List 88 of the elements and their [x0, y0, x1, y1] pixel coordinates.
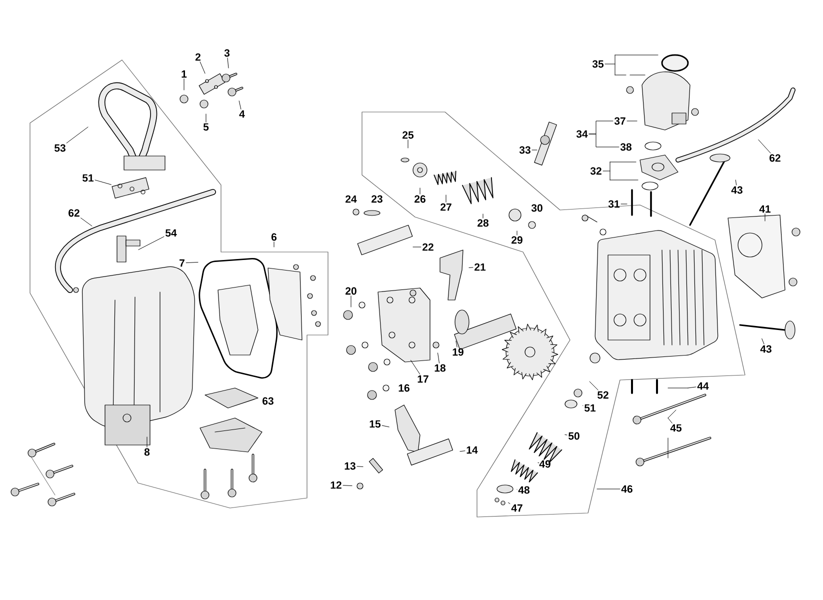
callout-number: 54	[166, 229, 177, 237]
callout-number: 33	[519, 146, 530, 154]
leader-line	[589, 381, 598, 390]
callout-number: 49	[539, 460, 550, 468]
callout-number: 53	[54, 144, 66, 152]
leader-line	[356, 466, 364, 467]
leader-line	[588, 134, 620, 148]
callout-number: 51	[584, 404, 596, 412]
callout-number: 34	[576, 130, 588, 138]
callout-number: 52	[598, 391, 608, 399]
leader-line	[456, 340, 458, 348]
callout-number: 45	[670, 424, 682, 432]
callout-number: 26	[414, 195, 426, 203]
leader-line	[412, 246, 422, 248]
callout-number: 63	[262, 397, 274, 405]
callout-number: 38	[620, 143, 632, 151]
leader-line	[564, 434, 568, 436]
callout-number: 28	[478, 219, 488, 227]
leader-line	[438, 352, 440, 364]
callout-number: 37	[614, 117, 626, 125]
callout-number: 7	[180, 259, 184, 267]
callout-number: 17	[418, 375, 428, 383]
leader-line	[200, 62, 206, 74]
callout-number: 62	[770, 154, 780, 162]
leader-line	[516, 230, 518, 236]
callout-number: 41	[759, 205, 771, 213]
callout-number: 21	[474, 263, 486, 271]
leader-line	[186, 262, 198, 264]
callout-number: 29	[512, 236, 522, 244]
leader-line	[508, 502, 510, 504]
leader-line	[350, 296, 352, 308]
leader-line	[66, 126, 88, 144]
callout-number: 51	[82, 174, 94, 182]
callout-number: 2	[195, 53, 200, 61]
leader-line	[146, 436, 148, 448]
callout-number: 12	[330, 481, 342, 489]
callout-number: 62	[68, 209, 80, 217]
callout-number: 46	[621, 485, 632, 493]
callout-number: 50	[568, 432, 580, 440]
callout-number: 48	[518, 486, 530, 494]
callout-number: 15	[370, 420, 381, 428]
leader-line	[227, 58, 229, 68]
leader-line	[668, 410, 676, 458]
leader-line	[342, 485, 352, 486]
callout-number: 5	[203, 123, 209, 131]
callout-number: 30	[531, 204, 542, 212]
callout-number: 18	[434, 364, 446, 372]
leader-line	[735, 180, 737, 186]
leader-line	[238, 100, 242, 110]
callout-number: 8	[144, 448, 150, 456]
callout-number: 32	[590, 167, 602, 175]
callout-number: 19	[452, 348, 464, 356]
leader-line	[138, 236, 164, 250]
callout-number: 35	[592, 60, 604, 68]
callout-number: 22	[422, 243, 434, 251]
callout-number: 1	[182, 70, 187, 78]
leader-line	[762, 338, 764, 344]
callout-number: 3	[224, 49, 230, 57]
callout-number: 25	[402, 131, 414, 139]
leader-line	[468, 267, 474, 268]
callout-number: 16	[398, 384, 410, 392]
callout-number: 14	[466, 446, 478, 454]
callout-number: 43	[731, 186, 742, 194]
callout-number: 31	[608, 200, 620, 208]
callout-number: 24	[346, 195, 357, 203]
leader-line	[94, 180, 112, 185]
leader-line	[626, 120, 638, 122]
callout-number: 43	[760, 345, 772, 353]
leader-line	[758, 139, 771, 154]
callout-number: 6	[271, 233, 277, 241]
leader-line	[460, 450, 466, 452]
callout-number: 47	[511, 504, 522, 512]
leader-line	[80, 218, 92, 226]
leader-line	[602, 162, 638, 180]
callout-number: 4	[239, 110, 245, 118]
leader-line	[410, 360, 420, 374]
leader-line	[596, 488, 620, 490]
leader-line	[538, 462, 540, 464]
callout-number: 13	[344, 462, 356, 470]
callout-number: 20	[346, 287, 356, 295]
callout-number: 44	[697, 382, 709, 390]
callout-number: 23	[372, 195, 382, 203]
leader-line	[482, 214, 484, 218]
leader-line	[764, 214, 766, 222]
callout-number: 27	[440, 203, 452, 211]
leader-line	[668, 386, 696, 388]
leader-line	[382, 425, 390, 428]
leader-line	[604, 54, 658, 76]
